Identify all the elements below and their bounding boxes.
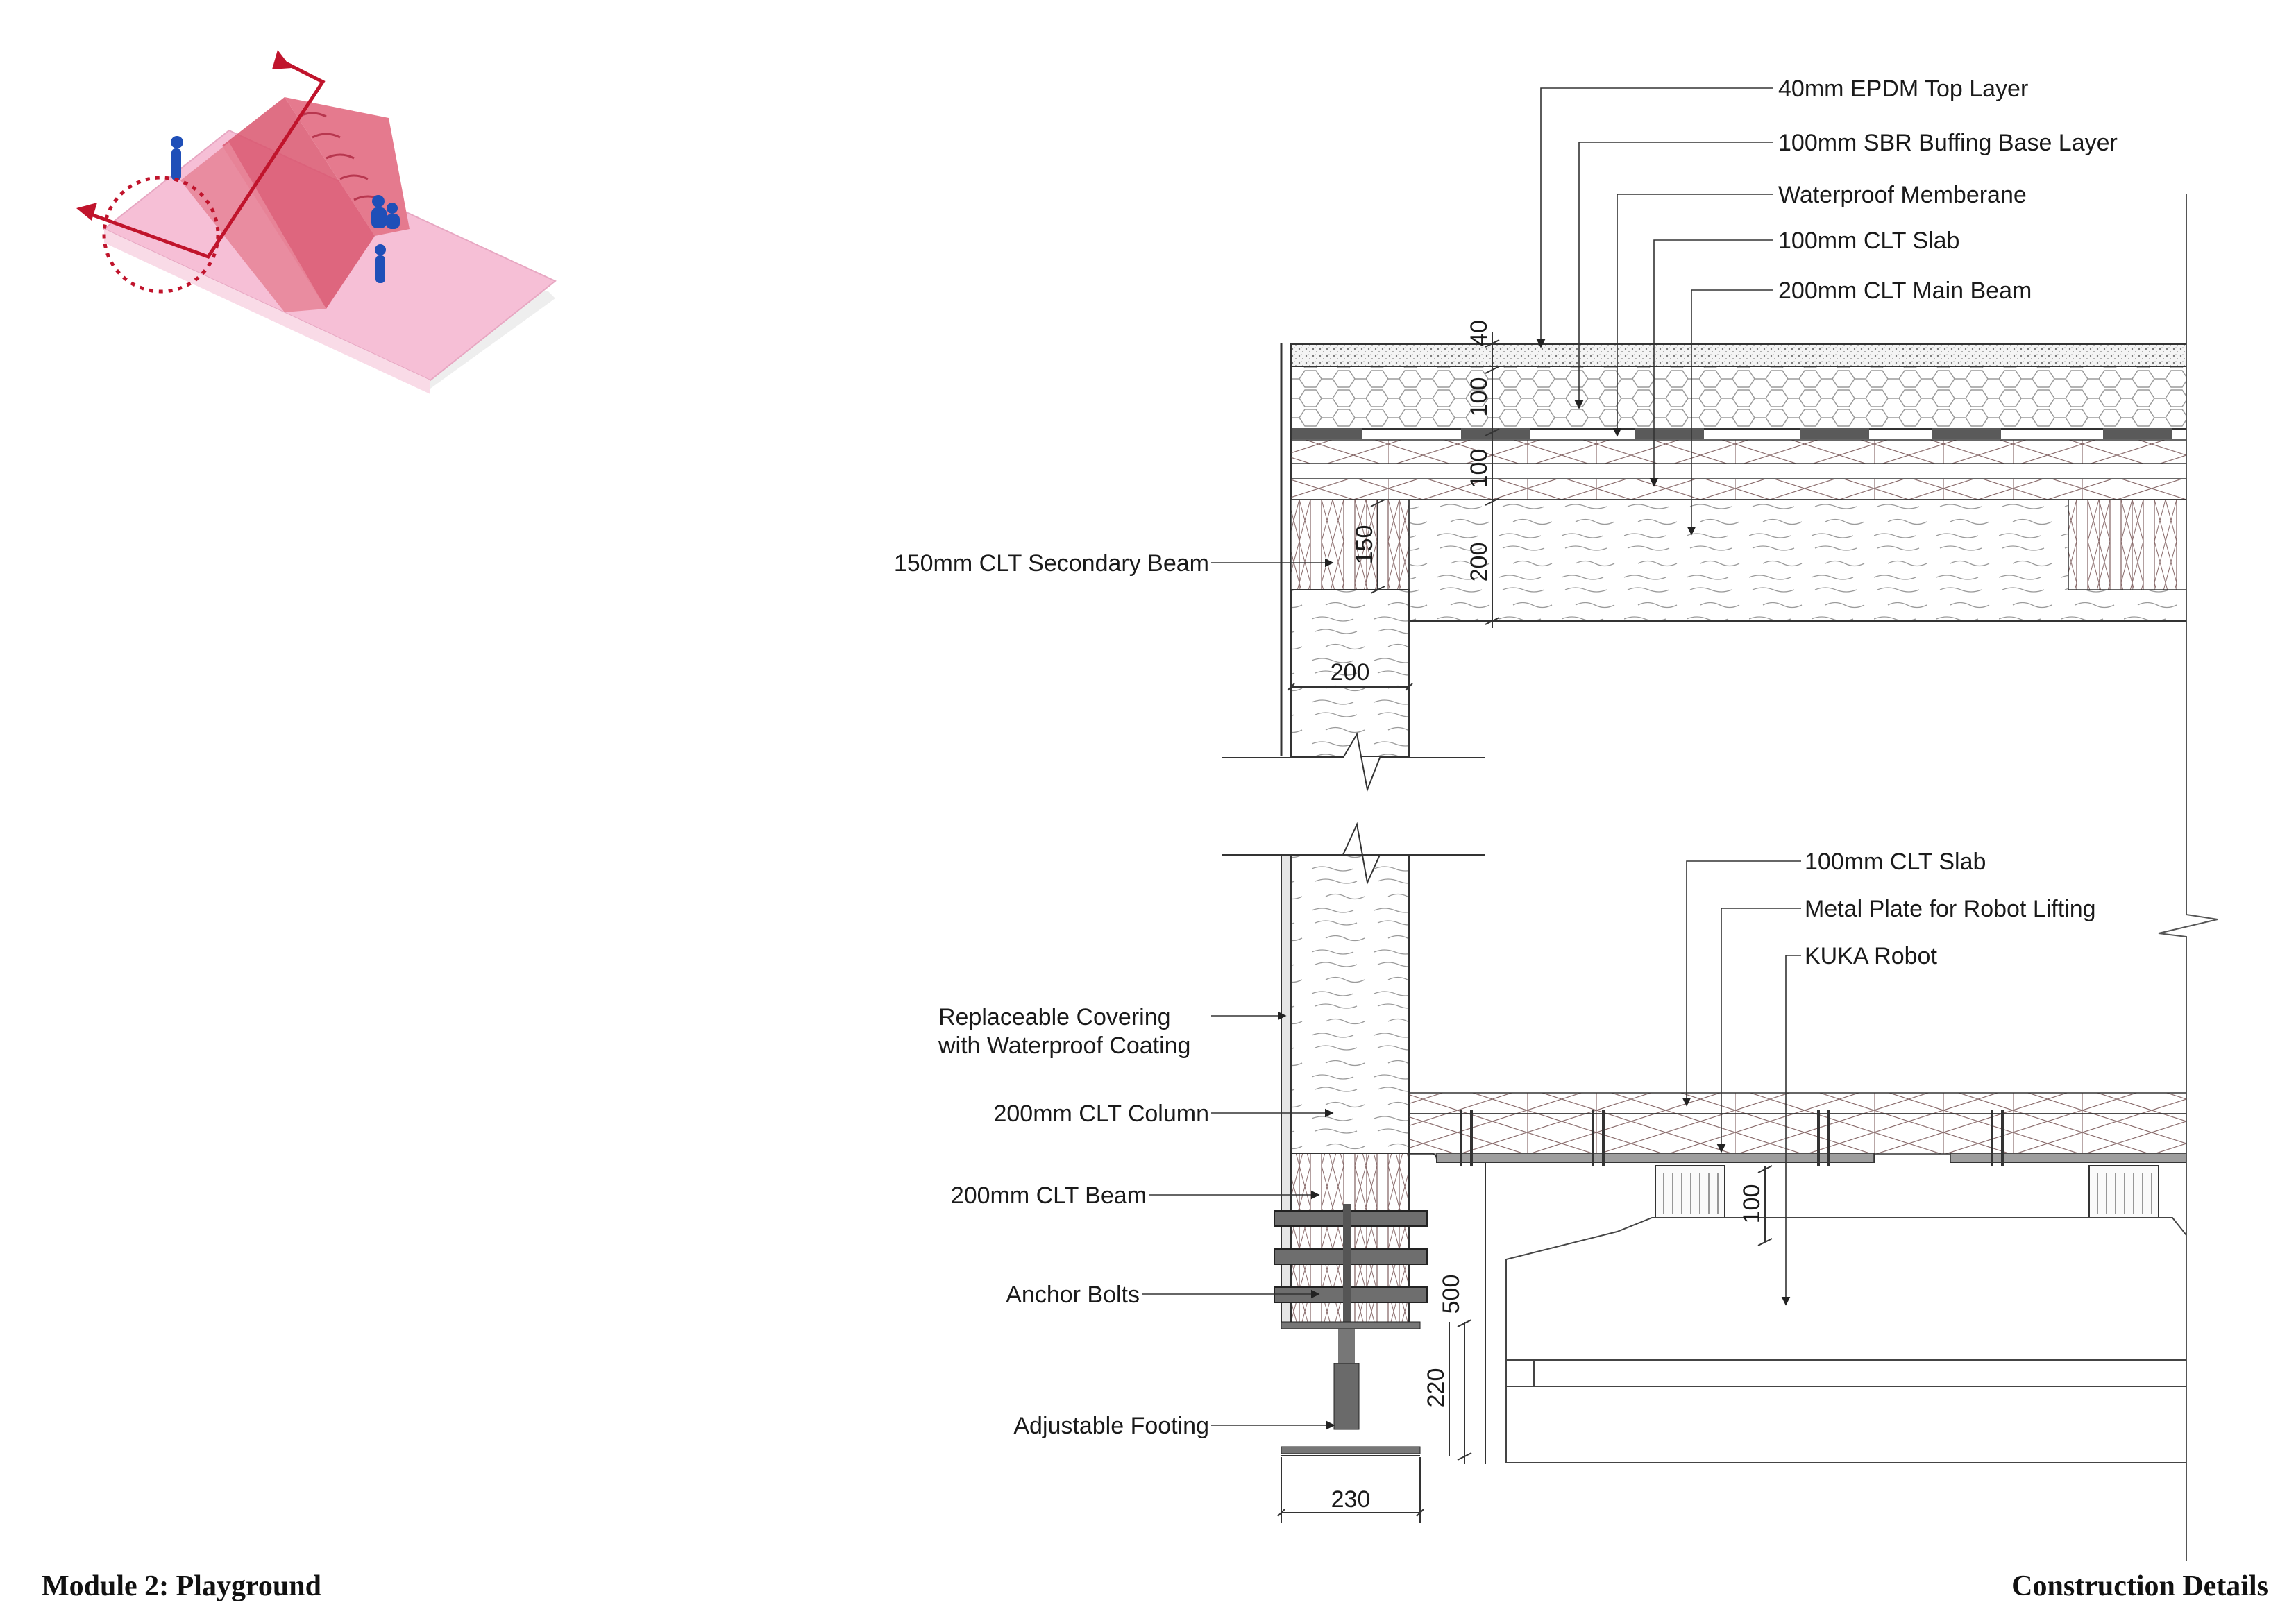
secondary-beam-left xyxy=(1290,499,1410,590)
platform-side xyxy=(104,229,430,394)
footing-jack xyxy=(1333,1363,1360,1430)
clt-slab-top-2 xyxy=(1290,478,2187,500)
label-main-beam: 200mm CLT Main Beam xyxy=(1778,278,2032,304)
label-clt-beam: 200mm CLT Beam xyxy=(951,1182,1147,1209)
lifting-pads xyxy=(1655,1165,2159,1218)
label-clt-slab-bottom: 100mm CLT Slab xyxy=(1805,849,1986,875)
label-covering-2: with Waterproof Coating xyxy=(938,1033,1190,1059)
stair-ramp-left xyxy=(180,142,326,312)
dim-100-slab: 100 xyxy=(1466,449,1492,488)
epdm-layer xyxy=(1290,343,2187,367)
clt-slab-bottom-2 xyxy=(1408,1113,2187,1155)
label-kuka: KUKA Robot xyxy=(1805,943,1937,969)
kuka-robot-base xyxy=(1505,1359,2187,1387)
dim-40: 40 xyxy=(1466,320,1492,346)
membrane-strips xyxy=(1292,428,2172,439)
sbr-layer xyxy=(1290,366,2187,430)
label-epdm: 40mm EPDM Top Layer xyxy=(1778,76,2028,102)
label-anchor-bolts: Anchor Bolts xyxy=(1006,1282,1140,1308)
label-column: 200mm CLT Column xyxy=(993,1101,1209,1127)
label-metal-plate: Metal Plate for Robot Lifting xyxy=(1805,896,2096,922)
main-beam xyxy=(1408,499,2187,622)
axonometric-key-view xyxy=(76,50,557,394)
clt-slab-top xyxy=(1290,439,2187,464)
robot-platform xyxy=(1408,895,2218,1561)
section-arrow-top xyxy=(272,50,292,69)
label-membrane: Waterproof Memberane xyxy=(1778,182,2027,208)
label-clt-slab-top: 100mm CLT Slab xyxy=(1778,228,1959,254)
footing-pad xyxy=(1281,1446,1421,1454)
dim-220: 220 xyxy=(1423,1368,1449,1408)
clt-slab-bottom xyxy=(1408,1092,2187,1114)
dimension-texts: 40 100 100 200 150 200 100 500 220 230 xyxy=(1331,320,1765,1513)
roof-assembly xyxy=(1280,194,2187,895)
break-line-upper xyxy=(1222,732,1485,792)
anchor-bolt-rod xyxy=(1343,1204,1351,1325)
dim-230: 230 xyxy=(1331,1486,1371,1513)
break-line-right xyxy=(2158,895,2218,1561)
dim-200-column: 200 xyxy=(1331,659,1370,686)
secondary-beam-right xyxy=(2068,499,2187,590)
annotation-labels: 40mm EPDM Top Layer 100mm SBR Buffing Ba… xyxy=(894,76,2118,1439)
base-plate xyxy=(1281,1321,1421,1329)
slab-bolts xyxy=(1460,1110,2004,1166)
module-title: Module 2: Playground xyxy=(42,1570,321,1602)
section-cut-line xyxy=(83,57,326,260)
figure-icons xyxy=(171,136,400,283)
kuka-robot-body xyxy=(1505,1217,2187,1361)
dim-100-robot: 100 xyxy=(1739,1184,1765,1224)
dim-100-sbr: 100 xyxy=(1466,377,1492,417)
label-sbr: 100mm SBR Buffing Base Layer xyxy=(1778,130,2118,156)
sheet-title: Construction Details xyxy=(2011,1570,2268,1602)
column-lower xyxy=(1290,854,1410,1154)
column-assembly xyxy=(1222,589,1485,1456)
footing-stem xyxy=(1338,1329,1355,1367)
label-covering-1: Replaceable Covering xyxy=(938,1004,1171,1030)
dim-150: 150 xyxy=(1351,525,1378,565)
kuka-robot-foot xyxy=(1505,1386,2187,1463)
column-upper xyxy=(1290,589,1410,757)
dimension-lines xyxy=(1277,332,1773,1523)
section-arrow-left xyxy=(76,203,97,221)
dim-200-beam: 200 xyxy=(1466,543,1492,582)
stair-block xyxy=(222,97,375,309)
leader-lines xyxy=(1142,87,1801,1430)
detail-callout-circle xyxy=(102,176,220,294)
label-secondary-beam: 150mm CLT Secondary Beam xyxy=(894,550,1209,577)
label-footing: Adjustable Footing xyxy=(1013,1413,1209,1439)
dim-500: 500 xyxy=(1438,1275,1464,1314)
